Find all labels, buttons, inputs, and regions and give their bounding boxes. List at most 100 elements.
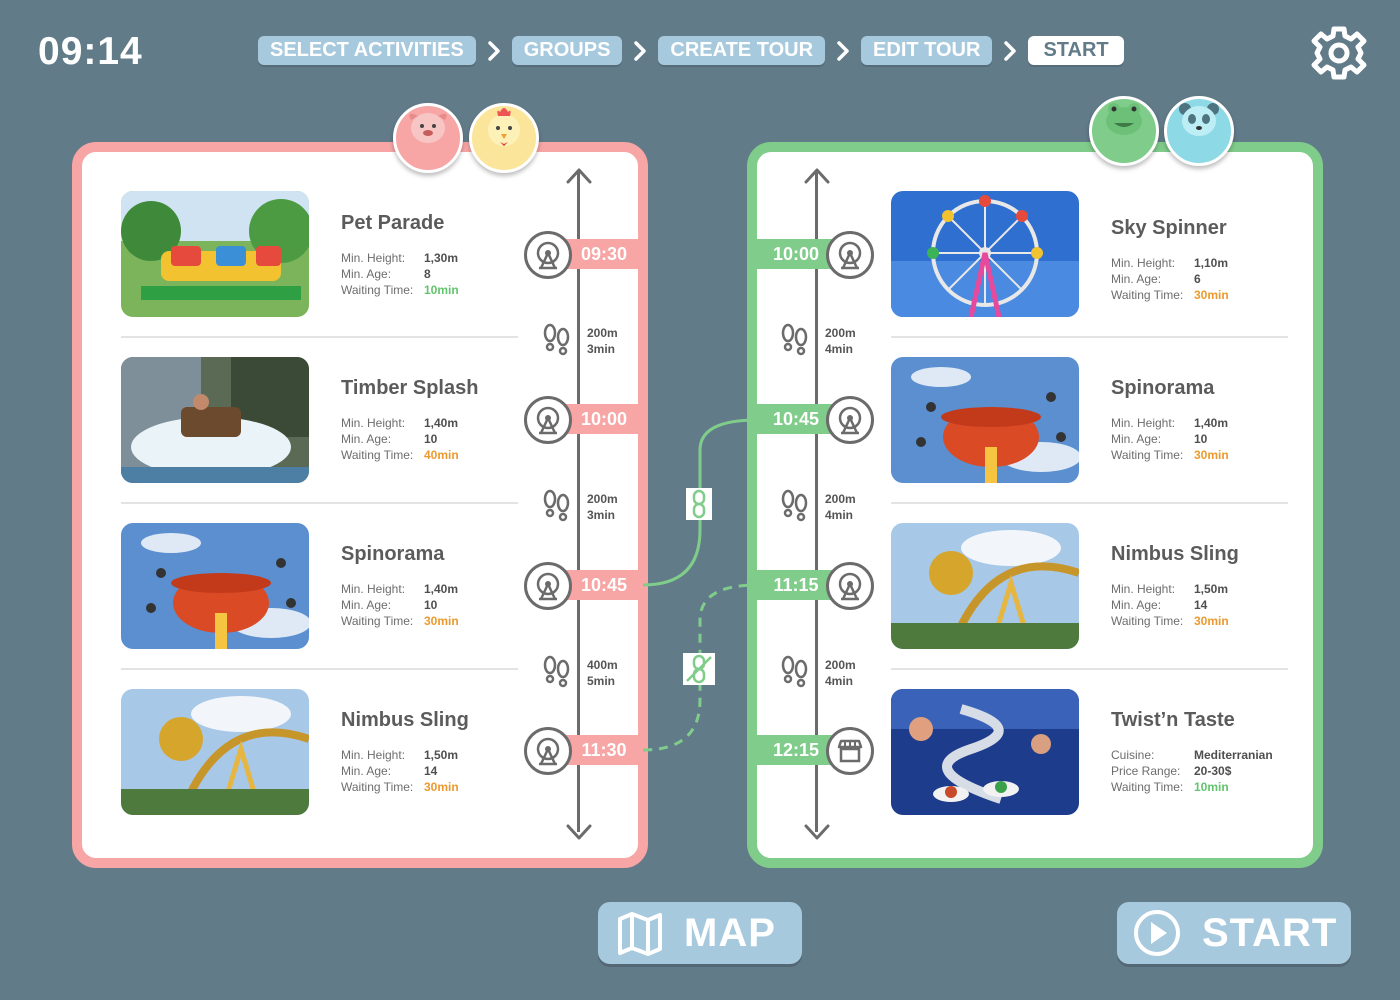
- footsteps-icon: [543, 489, 570, 522]
- label-min-height: Min. Height:: [341, 748, 406, 762]
- time-slot[interactable]: 10:00: [757, 239, 835, 269]
- activity-image[interactable]: [121, 523, 309, 649]
- activity-image[interactable]: [891, 689, 1079, 815]
- activity-info: Twist’n Taste Cuisine:Mediterranian Pric…: [1111, 709, 1321, 795]
- footsteps-icon: [543, 655, 570, 688]
- step-select-activities[interactable]: SELECT ACTIVITIES: [258, 36, 476, 65]
- divider: [121, 668, 518, 670]
- activity-name: Twist’n Taste: [1111, 709, 1235, 731]
- label-min-height: Min. Height:: [341, 582, 406, 596]
- footsteps-icon: [781, 489, 808, 522]
- walk-segment: 400m 5min: [541, 654, 651, 690]
- value-waiting-time: 30min: [424, 780, 459, 794]
- start-button[interactable]: START: [1117, 902, 1351, 964]
- chicken-avatar-icon[interactable]: [469, 103, 539, 173]
- label-min-height: Min. Height:: [341, 416, 406, 430]
- time-slot[interactable]: 10:00: [565, 404, 643, 434]
- activity-image[interactable]: [121, 191, 309, 317]
- value-min-height: 1,40m: [424, 416, 459, 430]
- ferris-wheel-icon: [524, 396, 572, 444]
- value-waiting-time: 30min: [1194, 288, 1229, 302]
- time-slot[interactable]: 11:15: [757, 570, 835, 600]
- frog-avatar-icon[interactable]: [1089, 96, 1159, 166]
- walk-distance: 200m: [587, 492, 618, 506]
- step-start[interactable]: START: [1028, 36, 1124, 65]
- label-min-height: Min. Height:: [1111, 256, 1176, 270]
- activity-image[interactable]: [891, 191, 1079, 317]
- value-min-age: 10: [424, 432, 438, 446]
- value-min-age: 14: [1194, 598, 1208, 612]
- chevron-right-icon: [998, 36, 1022, 65]
- label-waiting-time: Waiting Time:: [341, 614, 414, 628]
- activity-info: Spinorama Min. Height:1,40m Min. Age:10 …: [1111, 377, 1321, 463]
- value-waiting-time: 30min: [1194, 448, 1229, 462]
- chevron-right-icon: [482, 36, 506, 65]
- step-edit-tour[interactable]: EDIT TOUR: [861, 36, 993, 65]
- label-min-age: Min. Age:: [1111, 432, 1162, 446]
- unlink-icon[interactable]: [683, 653, 715, 685]
- label-min-height: Min. Height:: [1111, 416, 1176, 430]
- chevron-right-icon: [831, 36, 855, 65]
- arrow-down-icon: [804, 824, 830, 840]
- activity-image[interactable]: [121, 357, 309, 483]
- value-waiting-time: 30min: [1194, 614, 1229, 628]
- label-waiting-time: Waiting Time:: [1111, 780, 1184, 794]
- walk-duration: 5min: [587, 674, 616, 688]
- ferris-wheel-icon: [524, 727, 572, 775]
- map-button[interactable]: MAP: [598, 902, 802, 964]
- ferris-wheel-icon: [826, 231, 874, 279]
- ferris-wheel-icon: [826, 396, 874, 444]
- ferris-wheel-icon: [524, 562, 572, 610]
- walk-distance: 400m: [587, 658, 618, 672]
- label-min-age: Min. Age:: [341, 267, 392, 281]
- activity-info: Nimbus Sling Min. Height:1,50m Min. Age:…: [341, 709, 551, 795]
- step-groups[interactable]: GROUPS: [511, 36, 623, 65]
- ferris-wheel-icon: [826, 562, 874, 610]
- label-price-range: Price Range:: [1111, 764, 1181, 778]
- time-slot[interactable]: 10:45: [565, 570, 643, 600]
- divider: [121, 502, 518, 504]
- activity-image[interactable]: [121, 689, 309, 815]
- arrow-up-icon: [566, 168, 592, 184]
- activity-name: Pet Parade: [341, 212, 445, 234]
- time-slot[interactable]: 12:15: [757, 735, 835, 765]
- walk-duration: 3min: [587, 342, 616, 356]
- label-min-height: Min. Height:: [1111, 582, 1176, 596]
- time-slot[interactable]: 09:30: [565, 239, 643, 269]
- walk-distance: 200m: [825, 658, 856, 672]
- activity-name: Spinorama: [341, 543, 445, 565]
- label-min-age: Min. Age:: [1111, 272, 1162, 286]
- link-icon[interactable]: [686, 488, 712, 520]
- value-min-height: 1,50m: [424, 748, 459, 762]
- activity-image[interactable]: [891, 357, 1079, 483]
- footsteps-icon: [781, 323, 808, 356]
- value-waiting-time: 30min: [424, 614, 459, 628]
- divider: [891, 502, 1288, 504]
- chevron-right-icon: [628, 36, 652, 65]
- label-min-age: Min. Age:: [341, 432, 392, 446]
- activity-name: Nimbus Sling: [1111, 543, 1239, 565]
- dog-avatar-icon[interactable]: [393, 103, 463, 173]
- activity-image[interactable]: [891, 523, 1079, 649]
- step-breadcrumb: SELECT ACTIVITIES GROUPS CREATE TOUR EDI…: [258, 36, 1124, 65]
- time-slot[interactable]: 11:30: [565, 735, 643, 765]
- value-waiting-time: 10min: [1194, 780, 1229, 794]
- label-waiting-time: Waiting Time:: [1111, 448, 1184, 462]
- ferris-wheel-icon: [524, 231, 572, 279]
- value-waiting-time: 10min: [424, 283, 459, 297]
- divider: [891, 668, 1288, 670]
- step-create-tour[interactable]: CREATE TOUR: [658, 36, 826, 65]
- time-slot[interactable]: 10:45: [757, 404, 835, 434]
- value-price-range: 20-30$: [1194, 764, 1232, 778]
- label-waiting-time: Waiting Time:: [1111, 614, 1184, 628]
- value-cuisine: Mediterranian: [1194, 748, 1273, 762]
- label-waiting-time: Waiting Time:: [1111, 288, 1184, 302]
- activity-info: Sky Spinner Min. Height:1,10m Min. Age:6…: [1111, 217, 1321, 303]
- gear-icon[interactable]: [1310, 24, 1368, 82]
- label-min-height: Min. Height:: [341, 251, 406, 265]
- panda-avatar-icon[interactable]: [1164, 96, 1234, 166]
- walk-distance: 200m: [825, 326, 856, 340]
